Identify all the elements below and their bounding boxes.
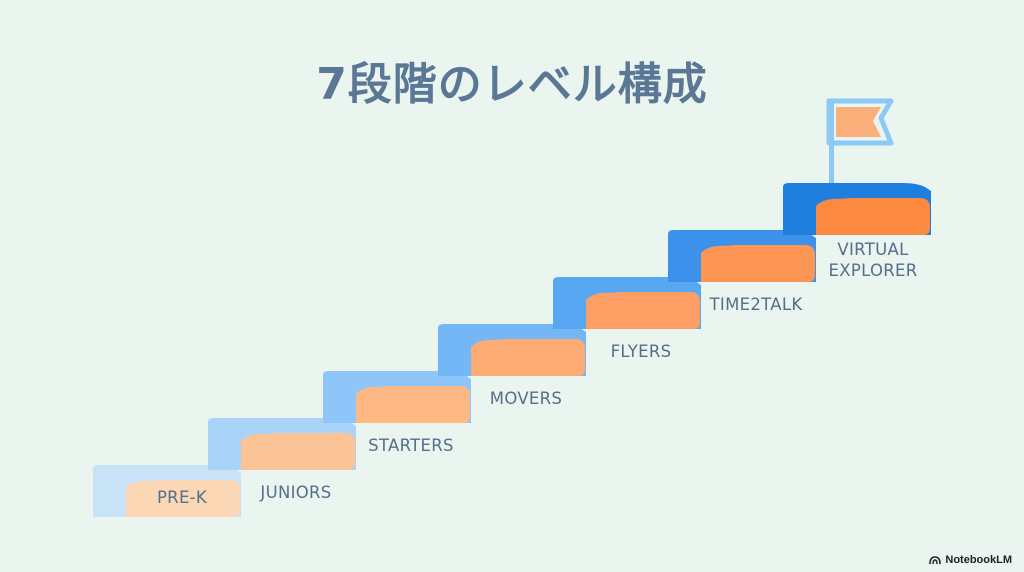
level-step-label-line: STARTERS [368,436,454,455]
level-step-front [701,245,815,282]
level-step-label-line: EXPLORER [828,261,917,280]
level-step-front [126,480,240,517]
level-step-label: FLYERS [611,342,672,361]
level-step-label: MOVERS [490,389,562,408]
brand-name: NotebookLM [945,554,1012,566]
notebooklm-logo-icon [929,556,942,565]
level-step-label-line: FLYERS [611,342,672,361]
level-step-label: VIRTUAL EXPLORER [828,240,917,280]
level-step: STARTERS [323,371,471,455]
level-step: MOVERS [438,324,586,408]
level-step-label-line: JUNIORS [259,483,331,502]
level-step-label: STARTERS [368,436,454,455]
level-step-label: JUNIORS [259,483,331,502]
page-title: 7段階のレベル構成 [316,59,708,110]
level-step: VIRTUAL EXPLORER [783,183,931,280]
flag-fill [836,107,881,137]
level-step-label: PRE-K [157,488,208,507]
level-step: TIME2TALK [668,230,816,314]
level-step-label-line: VIRTUAL [837,240,909,259]
level-step: FLYERS [553,277,701,361]
level-step-front [241,433,355,470]
level-step-label: TIME2TALK [709,295,804,314]
level-step-front [816,198,930,235]
level-step-front [356,386,470,423]
brand-watermark: NotebookLM [929,554,1012,566]
level-step-label-line: MOVERS [490,389,562,408]
level-step: PRE-K [93,465,241,517]
level-step-front [471,339,585,376]
level-step-label-line: PRE-K [157,488,208,507]
level-step-label-line: TIME2TALK [709,295,804,314]
level-step-front [586,292,700,329]
goal-flag-icon [826,98,894,183]
flag-outline [826,98,894,146]
level-step: JUNIORS [208,418,356,502]
